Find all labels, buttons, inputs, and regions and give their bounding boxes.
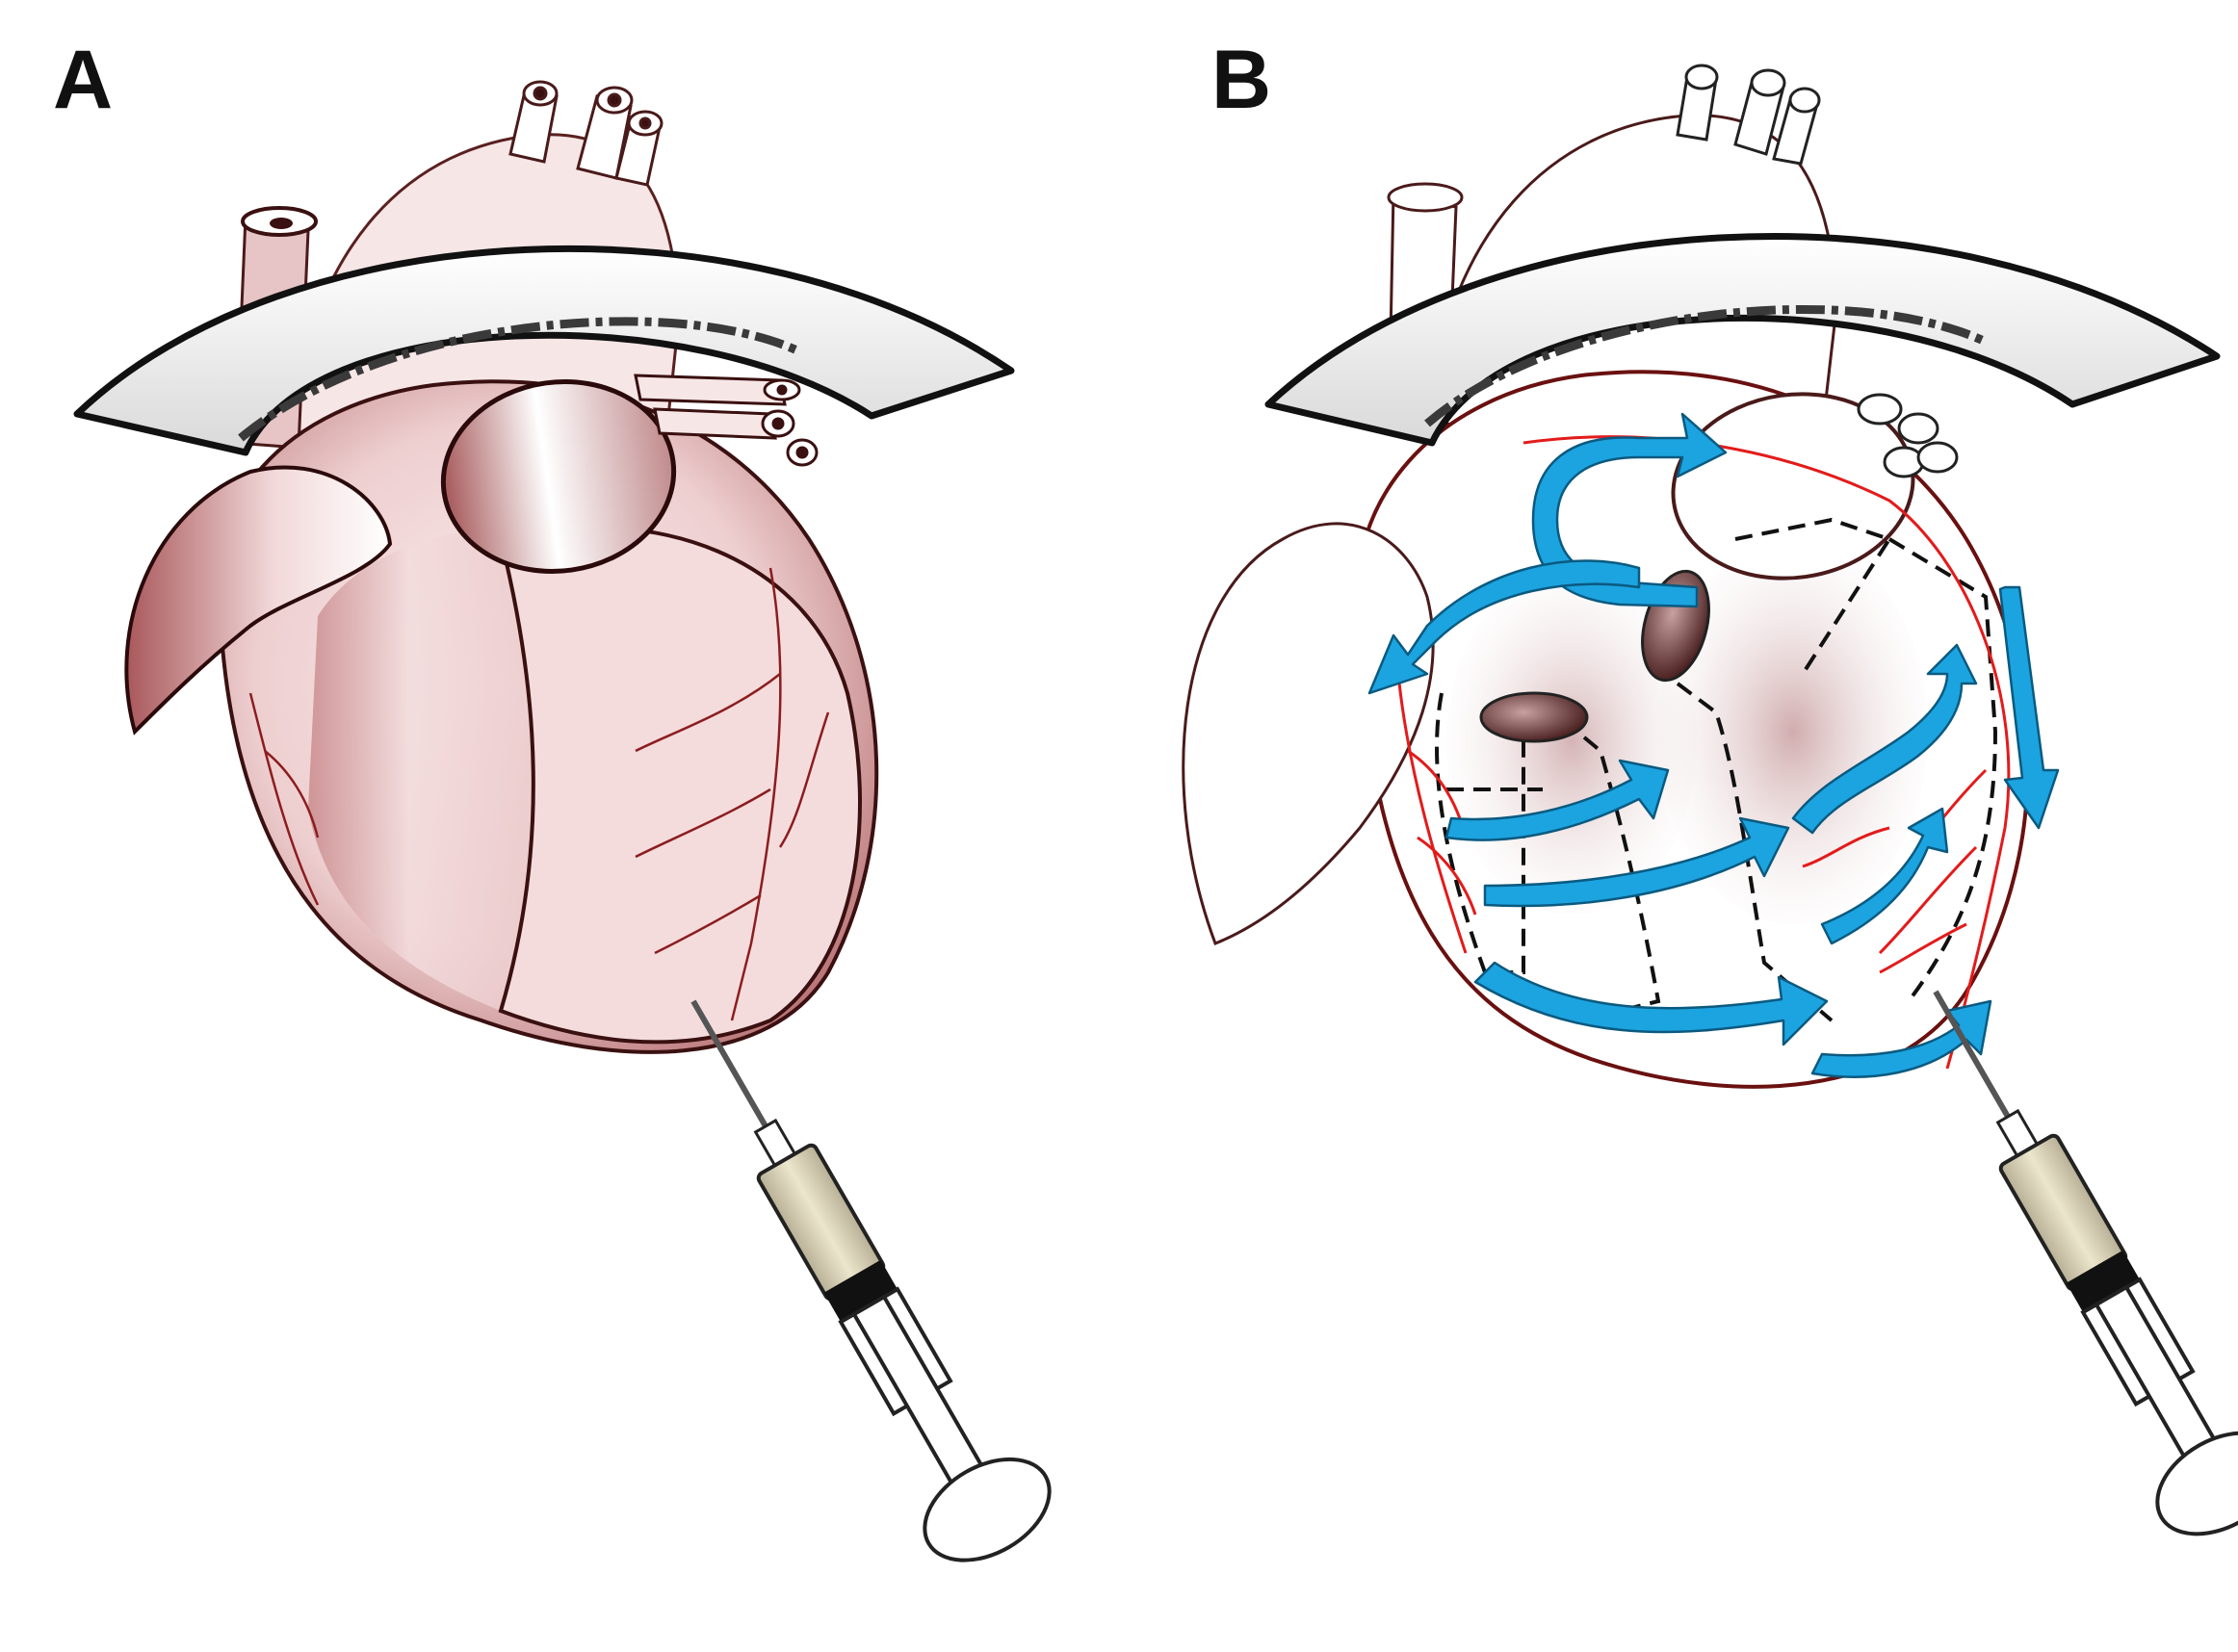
panel-a: A bbox=[0, 0, 1119, 1652]
right-atrium-flap bbox=[1184, 524, 1433, 943]
tricuspid-orifice bbox=[1481, 693, 1587, 741]
panel-b: B bbox=[1119, 0, 2238, 1652]
heart-exterior-illustration bbox=[0, 0, 1119, 1652]
syringe-icon bbox=[635, 968, 1067, 1581]
heart-cutaway-flow-illustration bbox=[1119, 0, 2238, 1652]
